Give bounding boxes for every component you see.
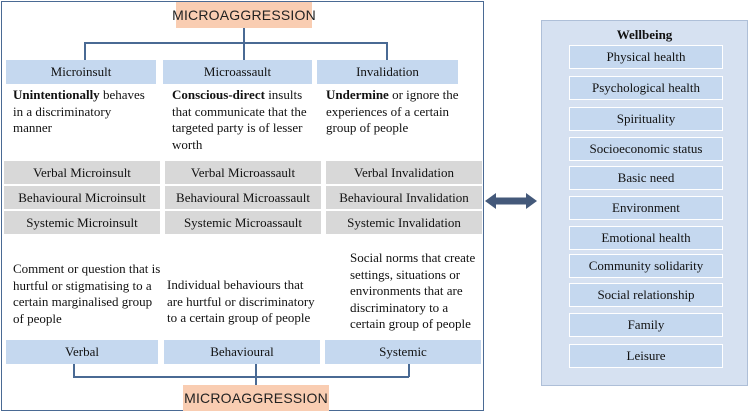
grid-cell-systemic-microinsult: Systemic Microinsult <box>4 211 160 234</box>
top-microaggression-title: MICROAGGRESSION <box>172 2 316 28</box>
top-connector-stem <box>243 28 245 43</box>
wellbeing-item-leisure: Leisure <box>569 344 723 368</box>
behavioural-description: Individual behaviours that are hurtful o… <box>167 277 315 325</box>
invalidation-description: Undermine or ignore the experiences of a… <box>326 87 461 137</box>
invalidation-description-text: or ignore the experiences of a certain g… <box>326 87 459 135</box>
type-systemic: Systemic <box>325 340 481 364</box>
top-connector-right <box>386 42 388 60</box>
wellbeing-item-emotional-health: Emotional health <box>569 226 723 250</box>
top-connector-middle <box>243 42 245 60</box>
microinsult-description-text: behaves in a discriminatory manner <box>13 87 145 135</box>
grid-cell-verbal-microinsult: Verbal Microinsult <box>4 161 160 184</box>
grid-cell-behavioural-microinsult: Behavioural Microinsult <box>4 186 160 209</box>
microinsult-description-keyword: Unintentionally <box>13 87 100 102</box>
microassault-description-keyword: Conscious-direct <box>172 87 265 102</box>
double-arrow-icon <box>485 193 537 209</box>
wellbeing-item-social-relationship: Social relationship <box>569 283 723 307</box>
microassault-description: Conscious-direct insults that communicat… <box>172 87 320 153</box>
bottom-connector-bar <box>73 376 409 378</box>
bottom-connector-middle <box>255 364 257 385</box>
grid-cell-systemic-microassault: Systemic Microassault <box>165 211 321 234</box>
microassault-description-text: insults that communicate that the target… <box>172 87 307 152</box>
wellbeing-item-physical-health: Physical health <box>569 45 723 69</box>
microinsult-description: Unintentionally behaves in a discriminat… <box>13 87 153 137</box>
category-microassault: Microassault <box>163 60 312 84</box>
type-behavioural: Behavioural <box>164 340 320 364</box>
grid-cell-systemic-invalidation: Systemic Invalidation <box>326 211 482 234</box>
invalidation-description-keyword: Undermine <box>326 87 389 102</box>
top-connector-bar <box>84 42 387 44</box>
verbal-description: Comment or question that is hurtful or s… <box>13 261 161 326</box>
wellbeing-item-family: Family <box>569 313 723 337</box>
wellbeing-item-socioeconomic-status: Socioeconomic status <box>569 137 723 161</box>
bottom-microaggression-title: MICROAGGRESSION <box>183 385 329 411</box>
wellbeing-item-psychological-health: Psychological health <box>569 76 723 100</box>
grid-cell-verbal-microassault: Verbal Microassault <box>165 161 321 184</box>
bottom-connector-right <box>408 364 410 377</box>
wellbeing-item-environment: Environment <box>569 196 723 220</box>
category-microinsult: Microinsult <box>6 60 156 84</box>
category-invalidation: Invalidation <box>317 60 458 84</box>
grid-cell-verbal-invalidation: Verbal Invalidation <box>326 161 482 184</box>
bottom-connector-left <box>73 364 75 377</box>
wellbeing-item-spirituality: Spirituality <box>569 107 723 131</box>
grid-cell-behavioural-invalidation: Behavioural Invalidation <box>326 186 482 209</box>
top-connector-left <box>84 42 86 60</box>
wellbeing-title: Wellbeing <box>616 27 673 42</box>
wellbeing-item-basic-need: Basic need <box>569 166 723 190</box>
grid-cell-behavioural-microassault: Behavioural Microassault <box>165 186 321 209</box>
systemic-description: Social norms that create settings, situa… <box>350 250 476 331</box>
type-verbal: Verbal <box>6 340 158 364</box>
wellbeing-item-community-solidarity: Community solidarity <box>569 254 723 278</box>
